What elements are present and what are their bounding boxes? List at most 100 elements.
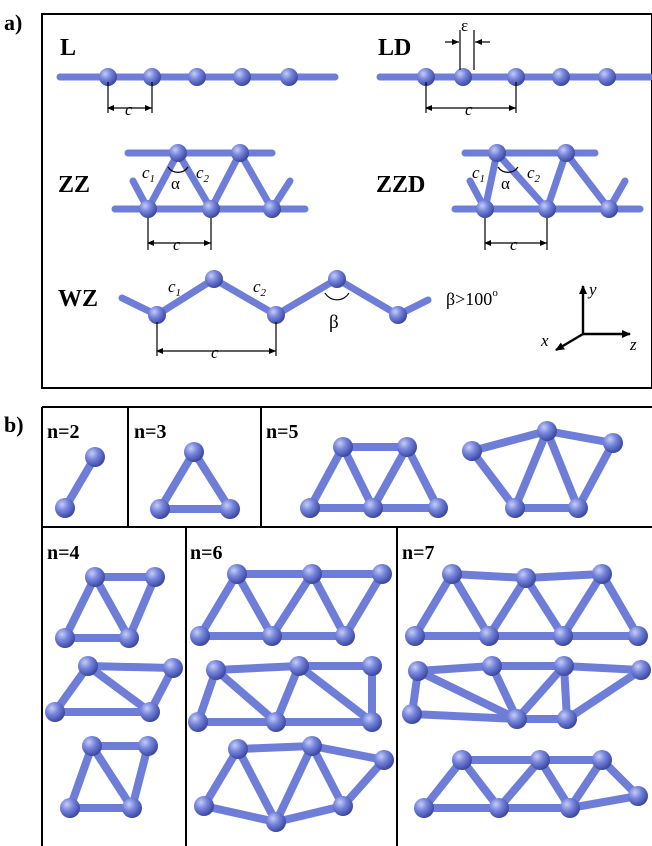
bond (559, 570, 606, 640)
ZZ-c2-label: c2 (196, 163, 210, 185)
atom (408, 661, 428, 681)
bond (61, 573, 99, 642)
bond (481, 149, 501, 213)
WZ-condition: β>100o (446, 287, 498, 309)
atom (414, 798, 434, 818)
structure-L: L c (56, 35, 339, 119)
atom (333, 796, 353, 816)
ZZ-atoms (139, 144, 281, 218)
atom (45, 702, 65, 722)
atom (202, 200, 220, 218)
atom (538, 200, 556, 218)
atom (552, 68, 570, 86)
atom (489, 798, 509, 818)
bond (207, 149, 244, 213)
bond (560, 662, 645, 674)
atom (476, 200, 494, 218)
atom (363, 498, 383, 518)
bond (234, 742, 316, 753)
bond (190, 448, 234, 513)
atom (206, 660, 226, 680)
atom (516, 568, 536, 588)
atom (148, 306, 166, 324)
label-n4: n=4 (47, 542, 80, 564)
WZ-beta-arc (324, 292, 350, 301)
ZZD-alpha-arc (497, 166, 519, 173)
bond (403, 443, 442, 512)
structure-WZ: WZ c1 c2 β β>100o c (58, 270, 498, 362)
panel-a-label: a) (4, 10, 22, 35)
atom (188, 712, 208, 732)
atom (568, 498, 588, 518)
bond (543, 427, 617, 447)
atom (505, 498, 525, 518)
structure-ZZD: ZZD c1 c2 α c (376, 144, 644, 254)
L-atoms (99, 68, 298, 86)
atom (190, 626, 210, 646)
atom (592, 564, 612, 584)
atom (55, 628, 75, 648)
label-n7: n=7 (402, 542, 435, 564)
atom (507, 709, 527, 729)
ZZD-c1-label: c1 (472, 163, 485, 185)
ZZD-c-label: c (510, 235, 518, 254)
atom (262, 626, 282, 646)
bond (200, 802, 280, 826)
bond (88, 742, 136, 812)
atom (417, 68, 435, 86)
atom (405, 626, 425, 646)
atom (60, 798, 80, 818)
atom (389, 306, 407, 324)
atom (99, 68, 117, 86)
ZZ-c-label: c (173, 235, 181, 254)
bond (306, 443, 347, 512)
axis-y-label: y (587, 280, 597, 299)
bond (562, 149, 613, 213)
atom (402, 704, 422, 724)
bond (563, 666, 645, 723)
atom (454, 68, 472, 86)
atom (85, 447, 105, 467)
atom (362, 656, 382, 676)
atom (188, 68, 206, 86)
atom (488, 144, 506, 162)
atom (228, 739, 248, 759)
bond (448, 570, 493, 640)
label-ZZ: ZZ (58, 172, 90, 198)
bond (308, 742, 347, 810)
axis-x-arrow (555, 332, 584, 352)
coordinate-axes: y z x (540, 280, 637, 354)
atom (560, 798, 580, 818)
L-c-label: c (125, 100, 133, 119)
bond (574, 439, 617, 512)
bond (200, 745, 242, 810)
bond (408, 710, 521, 723)
atom (333, 437, 353, 457)
atom (554, 656, 574, 676)
bond (339, 443, 377, 512)
atom (628, 786, 648, 806)
atom (140, 702, 160, 722)
atom (194, 796, 214, 816)
atom (428, 498, 448, 518)
bond (308, 570, 349, 640)
atom (280, 68, 298, 86)
panel-a: a) L c LD ε c ZZ (4, 10, 652, 389)
atom (55, 498, 75, 518)
atom (302, 736, 322, 756)
axis-z-label: z (629, 335, 637, 354)
bond (268, 570, 316, 640)
bond (212, 662, 303, 674)
atom (205, 270, 223, 288)
atom (479, 626, 499, 646)
label-n3: n=3 (134, 421, 167, 443)
atom (557, 709, 577, 729)
atom (82, 736, 102, 756)
bond (272, 742, 316, 826)
atom (300, 498, 320, 518)
bond (458, 756, 503, 812)
bond (468, 427, 551, 455)
atom (592, 750, 612, 770)
zigzag-bond (272, 275, 341, 319)
